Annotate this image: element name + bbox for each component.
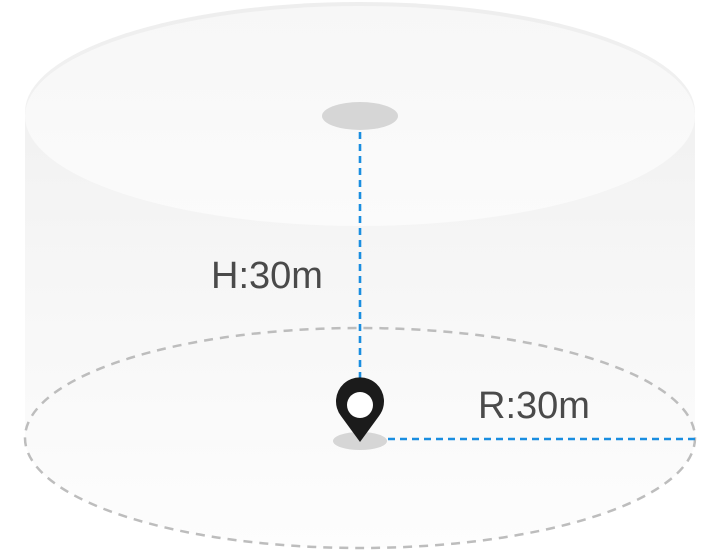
location-pin-icon xyxy=(335,377,384,442)
radius-label: R:30m xyxy=(478,385,590,427)
height-label: H:30m xyxy=(211,255,323,297)
top-center-marker xyxy=(322,102,398,130)
